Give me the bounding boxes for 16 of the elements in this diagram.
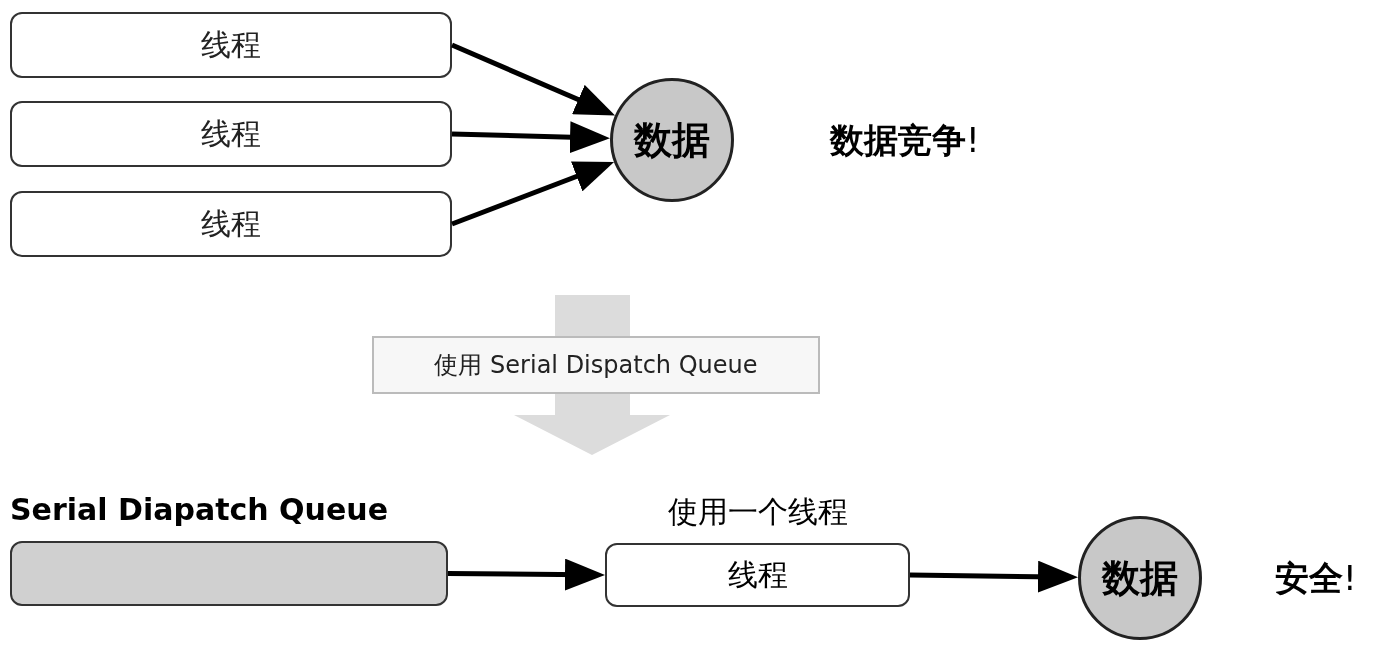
heading-text: Serial Diapatch Queue (10, 491, 388, 529)
arrow (451, 42, 616, 116)
status-label: 数据竞争! (830, 119, 980, 162)
thread-box: 线程 (10, 12, 452, 78)
thread-box: 线程 (10, 191, 452, 257)
heading-text: 使用一个线程 (666, 493, 849, 531)
data-circle: 数据 (1078, 516, 1202, 640)
status-label: 安全! (1275, 557, 1357, 600)
arrow (451, 121, 610, 154)
label-box: 使用 Serial Dispatch Queue (372, 336, 820, 394)
arrow (909, 560, 1078, 593)
thread-box: 线程 (605, 543, 910, 607)
data-circle: 数据 (610, 78, 734, 202)
thread-box: 线程 (10, 101, 452, 167)
arrow (451, 161, 615, 227)
arrow (447, 558, 605, 591)
